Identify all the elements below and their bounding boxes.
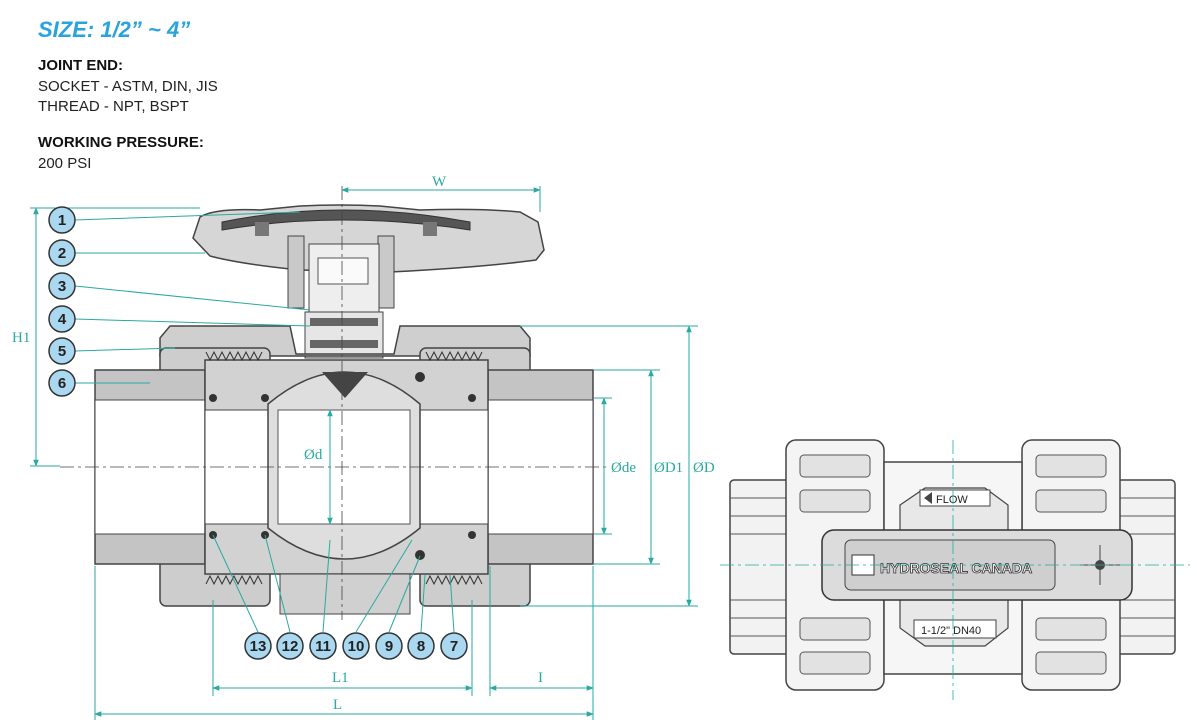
svg-text:11: 11 [315, 638, 331, 655]
leader-lines [74, 211, 455, 633]
svg-text:9: 9 [385, 638, 393, 655]
joint-end-label: JOINT END: [38, 57, 124, 74]
svg-text:13: 13 [250, 638, 267, 655]
svg-text:4: 4 [58, 311, 67, 328]
dim-de: Øde [611, 460, 636, 476]
joint-end-socket: SOCKET - ASTM, DIN, JIS [38, 78, 218, 95]
callout-12: 12 [276, 632, 304, 660]
joint-end-thread: THREAD - NPT, BSPT [38, 98, 189, 115]
dim-d1: ØD1 [654, 460, 683, 476]
callout-6: 6 [48, 369, 76, 397]
svg-text:3: 3 [58, 278, 66, 295]
callout-5: 5 [48, 337, 76, 365]
callout-9: 9 [375, 632, 403, 660]
callout-4: 4 [48, 305, 76, 333]
svg-text:10: 10 [348, 638, 365, 655]
svg-text:6: 6 [58, 375, 66, 392]
dim-i: I [538, 670, 543, 686]
size-title: SIZE: 1/2” ~ 4” [38, 17, 191, 42]
callout-8: 8 [407, 632, 435, 660]
callout-2: 2 [48, 239, 76, 267]
dim-d-inner: Ød [304, 447, 323, 463]
callout-10: 10 [342, 632, 370, 660]
callout-7: 7 [440, 632, 468, 660]
svg-text:7: 7 [450, 638, 458, 655]
callout-3: 3 [48, 272, 76, 300]
dim-d: ØD [693, 460, 715, 476]
dim-w: W [432, 174, 447, 190]
callouts-bottom: 13 12 11 10 9 8 7 [244, 632, 468, 660]
top-view: HYDROSEAL CANADA FLOW 1-1/2" DN40 [720, 439, 1190, 700]
svg-text:5: 5 [58, 343, 66, 360]
callout-11: 11 [309, 632, 337, 660]
callout-13: 13 [244, 632, 272, 660]
svg-text:2: 2 [58, 245, 66, 262]
svg-text:1: 1 [58, 212, 66, 229]
dimension-lines [30, 186, 698, 720]
brand-label: HYDROSEAL CANADA [880, 560, 1032, 576]
dim-l: L [333, 697, 342, 713]
section-view [60, 186, 610, 620]
dimension-labels: W H1 Ød Øde ØD1 ØD L1 L I [12, 174, 715, 713]
svg-text:8: 8 [417, 638, 425, 655]
dim-h1: H1 [12, 330, 30, 346]
svg-text:12: 12 [282, 638, 299, 655]
callouts-left: 1 2 3 4 5 6 [48, 206, 76, 397]
working-pressure-label: WORKING PRESSURE: [38, 134, 204, 151]
flow-label: FLOW [936, 494, 968, 506]
callout-1: 1 [48, 206, 76, 234]
dim-l1: L1 [332, 670, 349, 686]
working-pressure-value: 200 PSI [38, 155, 92, 172]
size-label: 1-1/2" DN40 [921, 625, 981, 637]
